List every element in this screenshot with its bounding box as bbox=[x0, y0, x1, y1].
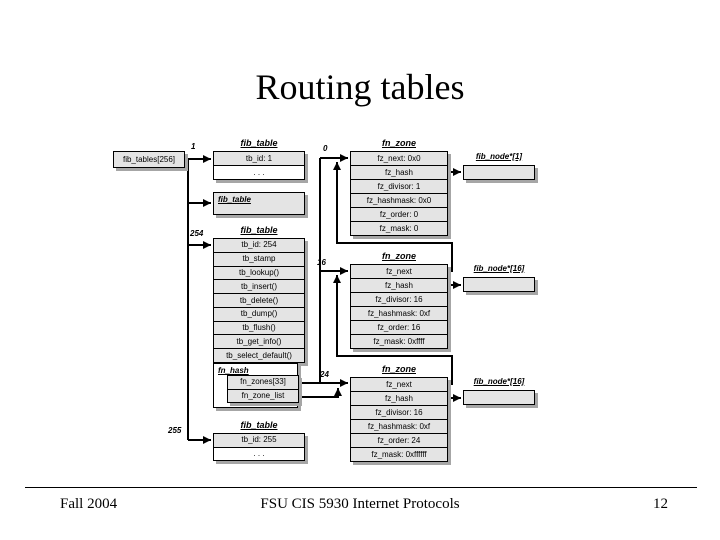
struct-row: fn_zones[33] bbox=[228, 376, 298, 389]
footer-divider bbox=[25, 487, 697, 488]
footer-page-number: 12 bbox=[653, 496, 668, 512]
fn-zone-16-title: fn_zone bbox=[381, 251, 416, 261]
struct-row: fz_divisor: 16 bbox=[351, 292, 447, 306]
fib-table-255-title: fib_table bbox=[240, 420, 278, 430]
fib-node-array-24-box bbox=[463, 390, 535, 405]
struct-row: fn_zone_list bbox=[228, 388, 298, 402]
struct-row: tb_get_info() bbox=[214, 334, 304, 349]
struct-row: tb_select_default() bbox=[214, 348, 304, 363]
struct-row: tb_id: 255 bbox=[214, 434, 304, 447]
struct-row: fz_hashmask: 0x0 bbox=[351, 193, 447, 207]
struct-row: fz_hash bbox=[351, 278, 447, 292]
fib-node-array-0-box bbox=[463, 165, 535, 180]
struct-row: fz_mask: 0 bbox=[351, 221, 447, 235]
struct-row: fz_hashmask: 0xf bbox=[351, 306, 447, 320]
fib-table-255-box: tb_id: 255 . . . bbox=[213, 433, 305, 461]
struct-row: fz_divisor: 1 bbox=[351, 179, 447, 193]
zone-index-label-16: 16 bbox=[317, 258, 326, 267]
index-label-1: 1 bbox=[191, 142, 196, 151]
struct-row: fz_next bbox=[351, 378, 447, 391]
struct-row: . . . bbox=[214, 446, 304, 460]
struct-row: fz_hash bbox=[351, 391, 447, 405]
index-label-254: 254 bbox=[190, 229, 204, 238]
fib-node-array-24-title: fib_node*[16] bbox=[473, 377, 525, 386]
fn-zone-24-title: fn_zone bbox=[381, 364, 416, 374]
struct-row: tb_stamp bbox=[214, 251, 304, 266]
struct-row: . . . bbox=[214, 165, 304, 179]
footer-course: FSU CIS 5930 Internet Protocols bbox=[260, 496, 460, 512]
struct-row: tb_id: 254 bbox=[214, 239, 304, 252]
fib-node-array-16-title: fib_node*[16] bbox=[473, 264, 525, 273]
fib-table-254-box: tb_id: 254 tb_stamp tb_lookup() tb_inser… bbox=[213, 238, 305, 363]
fn-zone-0-title: fn_zone bbox=[381, 138, 416, 148]
fib-tables-array-box: fib_tables[256] bbox=[113, 151, 185, 168]
struct-row: fz_next: 0x0 bbox=[351, 152, 447, 165]
struct-row: tb_id: 1 bbox=[214, 152, 304, 165]
index-label-255: 255 bbox=[168, 426, 182, 435]
struct-row: tb_dump() bbox=[214, 306, 304, 321]
zone-index-label-0: 0 bbox=[323, 144, 328, 153]
fib-table-1-box: tb_id: 1 . . . bbox=[213, 151, 305, 180]
struct-row: fz_order: 16 bbox=[351, 320, 447, 334]
struct-row: fz_mask: 0xffffff bbox=[351, 447, 447, 461]
struct-row: tb_delete() bbox=[214, 293, 304, 307]
fib-table-generic-label: fib_table bbox=[218, 195, 251, 204]
struct-row: fz_order: 24 bbox=[351, 433, 447, 447]
fib-table-1-title: fib_table bbox=[240, 138, 278, 148]
footer-semester: Fall 2004 bbox=[60, 496, 118, 512]
fib-node-array-16-box bbox=[463, 277, 535, 292]
fn-hash-label: fn_hash bbox=[218, 366, 249, 375]
fn-zone-24-box: fz_next fz_hash fz_divisor: 16 fz_hashma… bbox=[350, 377, 448, 462]
fib-table-254-title: fib_table bbox=[240, 225, 278, 235]
struct-row: tb_insert() bbox=[214, 279, 304, 294]
fib-node-array-0-title: fib_node*[1] bbox=[475, 152, 523, 161]
struct-row: fz_order: 0 bbox=[351, 207, 447, 221]
fn-zone-0-box: fz_next: 0x0 fz_hash fz_divisor: 1 fz_ha… bbox=[350, 151, 448, 236]
slide-title: Routing tables bbox=[255, 67, 465, 107]
struct-row: fz_hash bbox=[351, 165, 447, 179]
fib-table-generic-box: fib_table bbox=[213, 192, 305, 215]
struct-row: fz_divisor: 16 bbox=[351, 405, 447, 419]
struct-row: fz_mask: 0xffff bbox=[351, 334, 447, 348]
fn-hash-fields-box: fn_zones[33] fn_zone_list bbox=[227, 375, 299, 403]
struct-row: fz_next bbox=[351, 265, 447, 278]
struct-row: fz_hashmask: 0xf bbox=[351, 419, 447, 433]
struct-row: tb_flush() bbox=[214, 320, 304, 335]
fn-zone-16-box: fz_next fz_hash fz_divisor: 16 fz_hashma… bbox=[350, 264, 448, 349]
zone-index-label-24: 24 bbox=[320, 370, 329, 379]
struct-row: tb_lookup() bbox=[214, 265, 304, 280]
